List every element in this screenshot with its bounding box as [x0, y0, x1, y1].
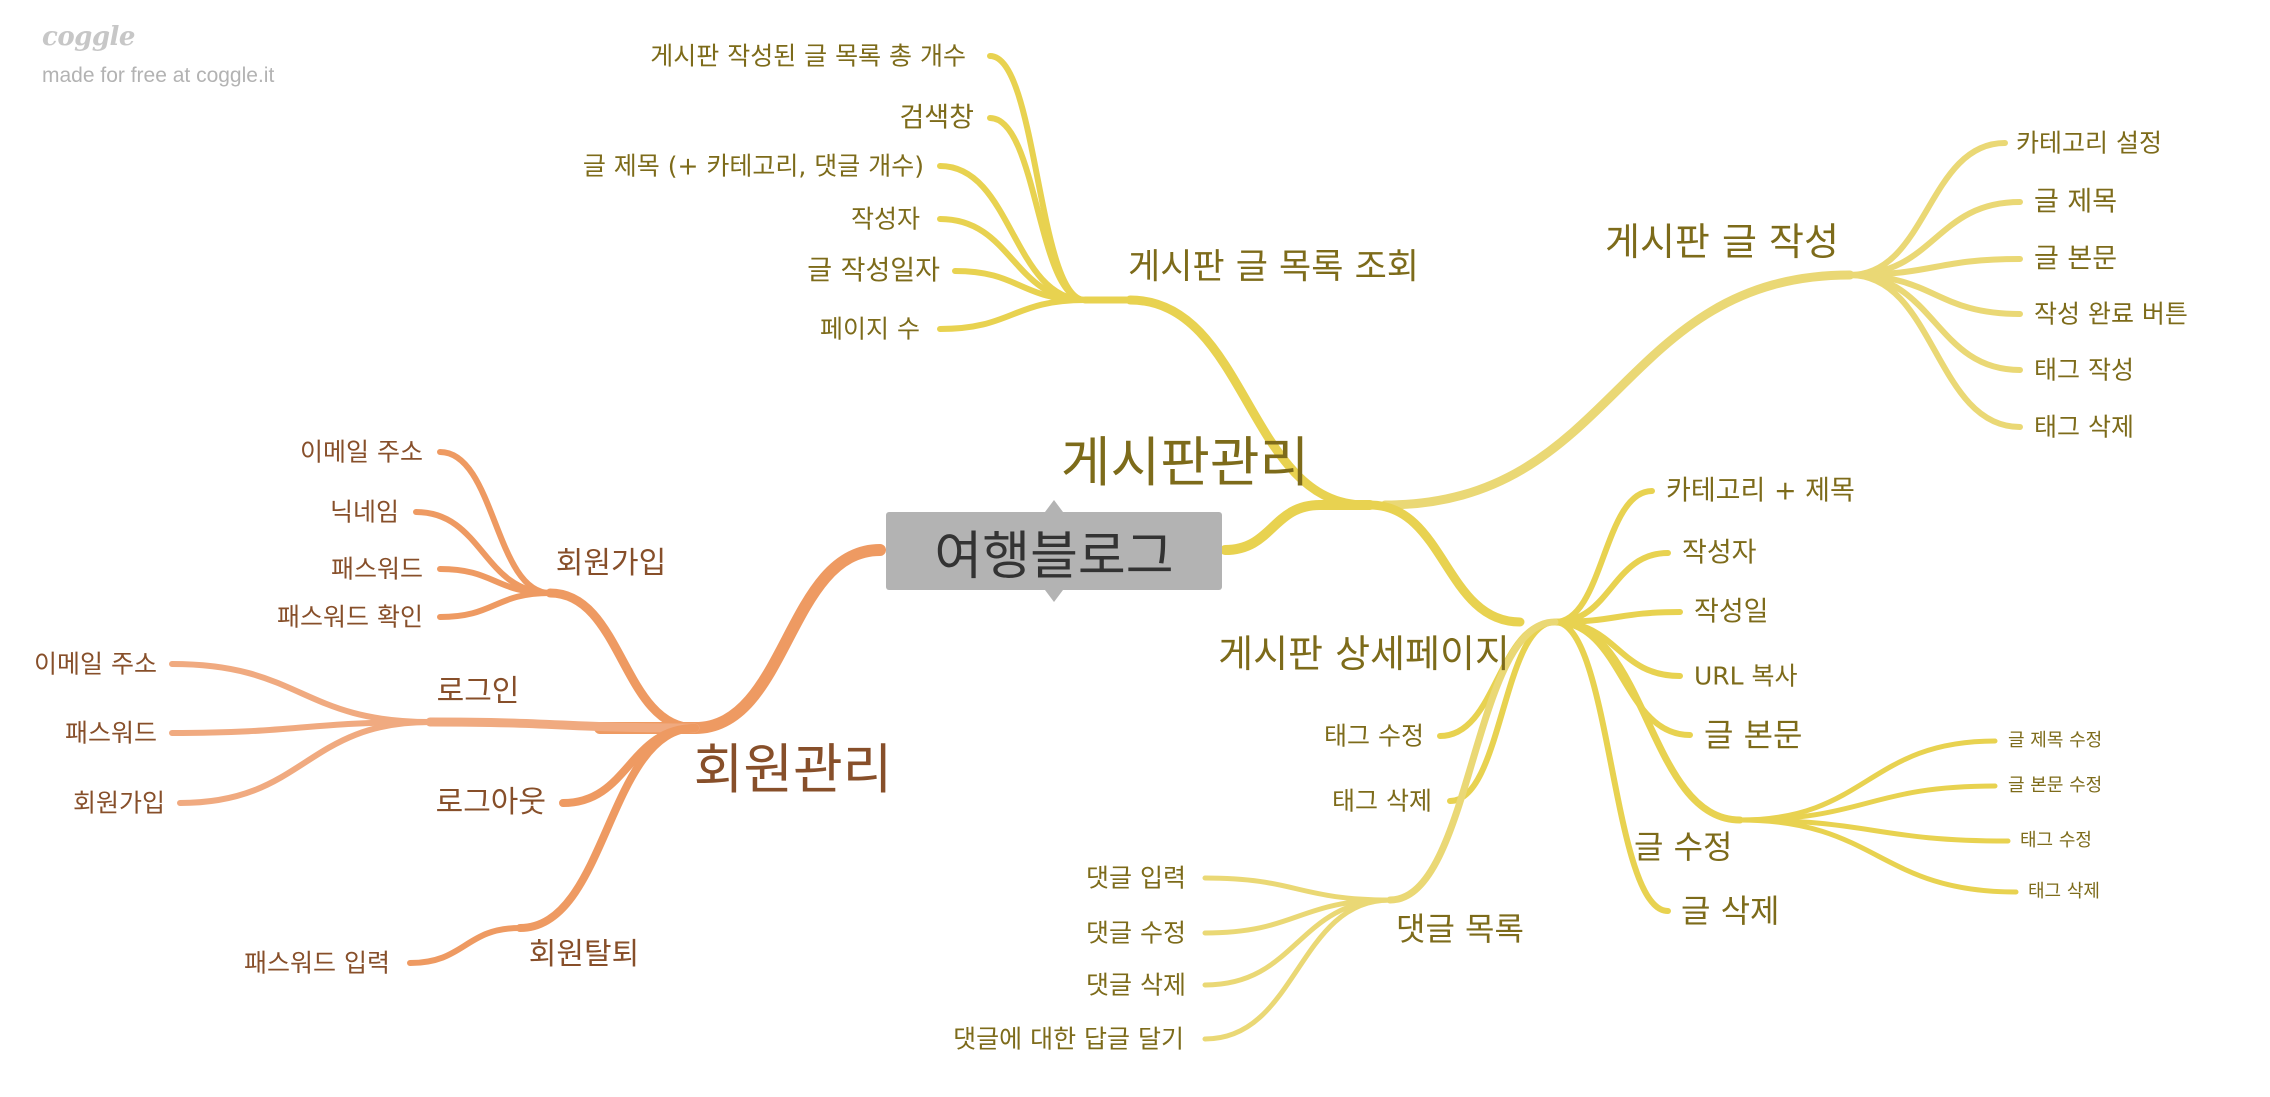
root-expand-up-icon[interactable] [1045, 500, 1063, 512]
board-detail-child[interactable]: 작성자 [1682, 537, 1757, 569]
member-logout-label[interactable]: 로그아웃 [435, 785, 546, 820]
branch-line [937, 297, 1088, 332]
branch-line [1125, 295, 1370, 510]
board-detail-child[interactable]: 태그 삭제 [1332, 786, 1432, 816]
member-signup-child[interactable]: 패스워드 확인 [277, 602, 423, 632]
branch-line [169, 661, 433, 725]
branch-line [437, 449, 553, 596]
branch-line [177, 719, 433, 806]
branch-line [1847, 272, 2023, 430]
branch-line [1847, 140, 2008, 278]
member-signup-label[interactable]: 회원가입 [555, 546, 667, 581]
member-withdraw-child[interactable]: 패스워드 입력 [244, 948, 390, 978]
board-write-child[interactable]: 태그 작성 [2034, 355, 2134, 385]
coggle-tagline: made for free at coggle.it [42, 64, 275, 87]
member-signup-child[interactable]: 패스워드 [330, 554, 423, 584]
member-signup-child[interactable]: 닉네임 [329, 497, 399, 527]
branch-member-label[interactable]: 회원관리 [693, 738, 893, 801]
board-list-child[interactable]: 검색창 [899, 102, 974, 134]
branch-line [1386, 618, 1559, 904]
board-edit-child[interactable]: 태그 삭제 [2028, 881, 2100, 902]
branch-line [1202, 897, 1393, 1042]
board-list-label[interactable]: 게시판 글 목록 조회 [1128, 247, 1419, 288]
board-detail-label[interactable]: 게시판 상세페이지 [1218, 632, 1510, 676]
branch-line [559, 724, 699, 807]
branch-line [1552, 488, 1655, 625]
branch-line [987, 115, 1088, 303]
member-login-child[interactable]: 이메일 주소 [34, 649, 157, 679]
board-edit-child[interactable]: 글 제목 수정 [2008, 730, 2103, 751]
branch-line [425, 717, 700, 733]
board-write-child[interactable]: 카테고리 설정 [2016, 128, 2162, 158]
branch-line [987, 53, 1088, 303]
branch-line [545, 588, 700, 733]
member-withdraw-label[interactable]: 회원탈퇴 [528, 937, 640, 972]
branch-line [413, 509, 553, 596]
coggle-watermark: coggle made for free at coggle.it [42, 22, 274, 88]
board-comments-child[interactable]: 댓글 수정 [1086, 918, 1186, 948]
member-login-child[interactable]: 패스워드 [64, 718, 157, 748]
board-comments-child[interactable]: 댓글 삭제 [1086, 970, 1186, 1000]
branch-line [1380, 270, 1855, 510]
board-comments-child[interactable]: 댓글에 대한 답글 달기 [953, 1024, 1184, 1054]
board-list-child[interactable]: 페이지 수 [820, 314, 920, 344]
board-write-child[interactable]: 작성 완료 버튼 [2034, 299, 2188, 329]
board-detail-child[interactable]: 작성일 [1694, 596, 1769, 628]
board-comments-child[interactable]: 댓글 입력 [1086, 863, 1186, 893]
branch-line [1551, 618, 1744, 824]
branch-line [1737, 817, 2019, 895]
root-label: 여행블로그 [934, 526, 1174, 587]
coggle-logo: coggle [42, 22, 135, 52]
branch-line [516, 724, 699, 932]
member-login-label[interactable]: 로그인 [436, 674, 520, 709]
branch-line [407, 925, 523, 966]
board-list-child[interactable]: 글 제목 (+ 카테고리, 댓글 개수) [582, 151, 924, 181]
branch-line [1202, 875, 1393, 903]
board-detail-child[interactable]: 태그 수정 [1324, 721, 1424, 751]
root-expand-down-icon[interactable] [1045, 590, 1063, 602]
board-list-child[interactable]: 게시판 작성된 글 목록 총 개수 [650, 41, 966, 71]
board-edit-label[interactable]: 글 수정 [1634, 828, 1733, 866]
board-write-child[interactable]: 태그 삭제 [2034, 412, 2134, 442]
board-detail-child[interactable]: 카테고리 + 제목 [1666, 475, 1855, 507]
board-comments-label[interactable]: 댓글 목록 [1396, 910, 1524, 948]
board-write-label[interactable]: 게시판 글 작성 [1605, 220, 1839, 264]
board-detail-child[interactable]: 글 삭제 [1681, 892, 1780, 930]
board-detail-child[interactable]: URL 복사 [1694, 661, 1798, 691]
board-detail-child[interactable]: 글 본문 [1704, 716, 1803, 754]
board-write-child[interactable]: 글 제목 [2034, 186, 2118, 218]
branch-board-label[interactable]: 게시판관리 [1060, 431, 1310, 494]
branch-line [1552, 619, 1671, 914]
member-login-child[interactable]: 회원가입 [72, 788, 165, 818]
branch-line [1365, 500, 1525, 627]
branch-line [437, 590, 553, 620]
root-node[interactable]: 여행블로그 [886, 512, 1222, 590]
branch-line [1220, 500, 1325, 555]
board-edit-child[interactable]: 태그 수정 [2020, 830, 2092, 851]
branch-line [689, 544, 886, 734]
board-write-child[interactable]: 글 본문 [2034, 243, 2118, 275]
member-signup-child[interactable]: 이메일 주소 [300, 437, 423, 467]
board-list-child[interactable]: 글 작성일자 [807, 255, 940, 287]
board-list-child[interactable]: 작성자 [850, 204, 920, 234]
branch-line [169, 719, 433, 736]
branch-line [437, 566, 553, 596]
board-edit-child[interactable]: 글 본문 수정 [2008, 775, 2103, 796]
